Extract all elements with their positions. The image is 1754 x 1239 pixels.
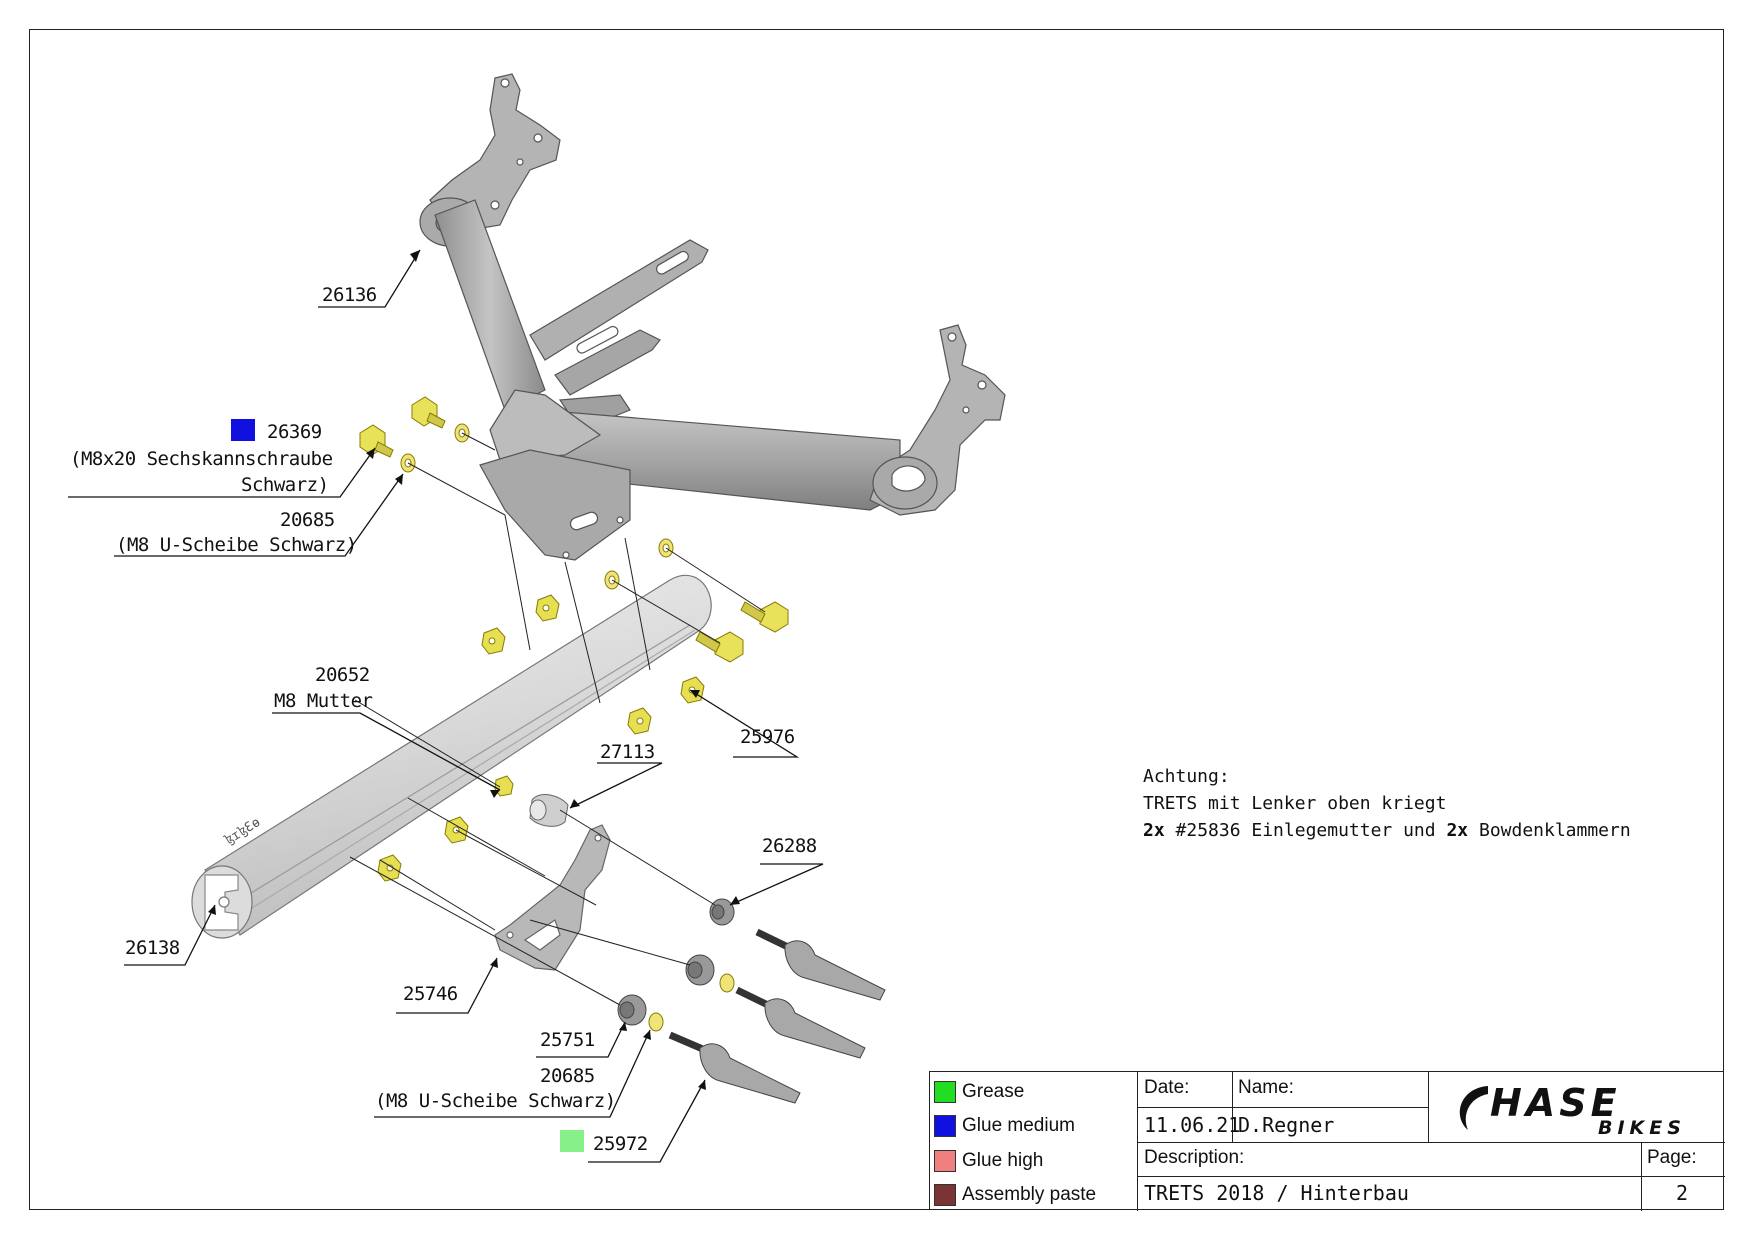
bracket-25746: [494, 824, 611, 971]
leader-lines: [68, 249, 824, 1163]
name-value: D.Regner: [1238, 1113, 1335, 1137]
label-25751: 25751: [540, 1029, 595, 1051]
quick-release-bottom: [668, 1031, 801, 1104]
label-26288: 26288: [762, 835, 817, 857]
drawing-frame: [29, 29, 1724, 1210]
label-20652-desc: M8 Mutter: [274, 690, 373, 712]
label-26369-desc: (M8x20 Sechskannschraube: [70, 448, 333, 470]
date-caption: Date:: [1144, 1077, 1190, 1098]
spacer-27113: [529, 794, 569, 827]
description-value: TRETS 2018 / Hinterbau: [1144, 1181, 1409, 1205]
legend-glue-high: Glue high: [930, 1143, 1043, 1178]
quick-release-top: [755, 928, 886, 1001]
legend-grease: Grease: [930, 1074, 1024, 1109]
label-25972: 25972: [593, 1133, 648, 1155]
label-20685-top: 20685: [280, 509, 335, 531]
label-26138: 26138: [125, 937, 180, 959]
label-25976: 25976: [740, 726, 795, 748]
page-value: 2: [1676, 1181, 1689, 1205]
glue-high-swatch: [934, 1149, 956, 1172]
label-20685-top-desc: (M8 U-Scheibe Schwarz): [116, 534, 357, 556]
assembly-lines: [349, 432, 766, 1006]
title-block: Grease Glue medium Glue high Assembly pa…: [929, 1071, 1725, 1212]
label-20685-bottom-desc: (M8 U-Scheibe Schwarz): [375, 1090, 616, 1112]
label-20685-bottom: 20685: [540, 1065, 595, 1087]
page-caption: Page:: [1647, 1147, 1697, 1168]
washer-20685-bottom: [648, 1012, 664, 1032]
legend-glue-medium: Glue medium: [930, 1108, 1075, 1143]
legend-assembly-paste: Assembly paste: [930, 1177, 1096, 1212]
label-26369: 26369: [267, 421, 322, 443]
rear-frame-26136: [419, 73, 1006, 561]
bolt-26369-left: [359, 424, 394, 458]
label-26369-desc2: Schwarz): [241, 474, 329, 496]
label-20652: 20652: [315, 664, 370, 686]
assembly-note: Achtung: TRETS mit Lenker oben kriegt 2x…: [1143, 763, 1631, 844]
glue-medium-marker: [231, 419, 255, 441]
label-26136: 26136: [322, 284, 377, 306]
svg-text:HASE: HASE: [1490, 1081, 1621, 1125]
glue-medium-swatch: [934, 1114, 956, 1137]
label-27113: 27113: [600, 741, 655, 763]
description-caption: Description:: [1144, 1147, 1245, 1168]
main-tube-26138: ɮɪɮƐɵ: [191, 574, 712, 939]
note-line-3: 2x #25836 Einlegemutter und 2x Bowdenkla…: [1143, 820, 1631, 841]
spacers-and-clamps: [617, 898, 886, 1104]
grease-marker: [560, 1130, 584, 1152]
leader-arrowheads: [208, 250, 740, 1090]
hase-bikes-logo: HASE BIKES: [1459, 1081, 1686, 1138]
note-line-2: TRETS mit Lenker oben kriegt: [1143, 793, 1447, 814]
svg-text:BIKES: BIKES: [1598, 1117, 1686, 1138]
quick-release-middle: [735, 986, 866, 1059]
grease-swatch: [934, 1080, 956, 1103]
square-nuts: [377, 594, 705, 882]
note-line-1: Achtung:: [1143, 766, 1230, 787]
bolt-right-2: [695, 631, 744, 663]
bolt-right-1: [740, 601, 789, 633]
washer-middle: [719, 973, 735, 993]
date-value: 11.06.21: [1144, 1113, 1241, 1137]
label-25746: 25746: [403, 983, 458, 1005]
bolt-26369-upper: [411, 396, 446, 429]
name-caption: Name:: [1238, 1077, 1294, 1098]
assembly-paste-swatch: [934, 1183, 956, 1206]
